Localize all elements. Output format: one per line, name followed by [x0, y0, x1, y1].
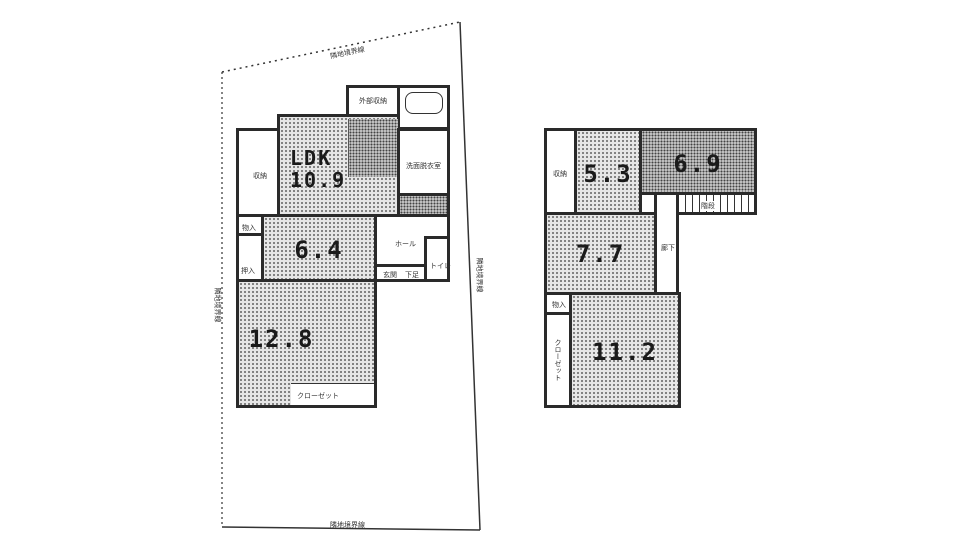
room-2f-5-3-size: 5.3 — [583, 160, 633, 188]
ldk-size: 10.9 — [290, 168, 347, 192]
closet-1f-b-label: 押入 — [241, 267, 255, 275]
ldk-label-text: LDK — [290, 146, 333, 170]
room-2f-11-2: 11.2 — [569, 292, 681, 408]
hall-1f-label: ホール — [395, 240, 416, 248]
boundary-label-bottom: 隣地境界線 — [330, 521, 365, 529]
room-2f-11-2-size: 11.2 — [592, 338, 658, 366]
room-1f-6-4: 6.4 — [261, 214, 377, 282]
boundary-label-right: 隣地境界線 — [475, 257, 484, 293]
room-2f-6-9-size: 6.9 — [673, 150, 723, 178]
room-1f-12-8: 12.8 クローゼット — [236, 279, 377, 408]
washroom-label: 洗面脱衣室 — [406, 162, 441, 170]
room-2f-7-7-size: 7.7 — [575, 240, 626, 268]
boundary-label-left: 隣地境界線 — [213, 287, 222, 323]
storage-left: 収納 — [236, 128, 280, 217]
hall-2f-label: 廊下 — [661, 244, 675, 252]
entrance-label: 玄関 — [383, 271, 397, 279]
closet-1f-a-label: 物入 — [242, 224, 256, 232]
toilet-label: トイレ — [430, 262, 451, 270]
room-1f-12-8-size: 12.8 — [248, 325, 315, 353]
hall-2f: 廊下 — [654, 192, 679, 295]
outdoor-storage-label: 外部収納 — [359, 97, 387, 105]
closet-1f-c-label: クローゼット — [297, 392, 339, 400]
shoe-storage-label: 下足 — [405, 271, 419, 279]
closet-1f-c: クローゼット — [291, 383, 374, 405]
stairs-label: 階段 — [701, 201, 715, 211]
closet-2f-c: クローゼット — [544, 312, 572, 408]
stairs: 階段 — [676, 192, 757, 215]
storage-left-label: 収納 — [253, 172, 267, 180]
washroom: 洗面脱衣室 — [397, 128, 450, 196]
closet-2f-b-label: 物入 — [552, 301, 566, 309]
closet-1f-b: 押入 — [236, 233, 264, 282]
room-2f-6-9: 6.9 — [639, 128, 757, 195]
closet-2f-a: 収納 — [544, 128, 577, 215]
bathroom — [397, 85, 450, 130]
room-2f-5-3: 5.3 — [574, 128, 642, 215]
closet-2f-c-label: クローゼット — [554, 339, 562, 381]
room-2f-7-7: 7.7 — [544, 212, 657, 295]
kitchen-counter — [348, 119, 398, 177]
outdoor-storage: 外部収納 — [346, 85, 400, 117]
bathtub-icon — [405, 92, 443, 114]
toilet: トイレ — [424, 236, 451, 282]
room-1f-6-4-size: 6.4 — [294, 236, 344, 264]
entrance: 玄関 下足 — [374, 264, 427, 282]
closet-2f-a-label: 収納 — [553, 170, 567, 178]
